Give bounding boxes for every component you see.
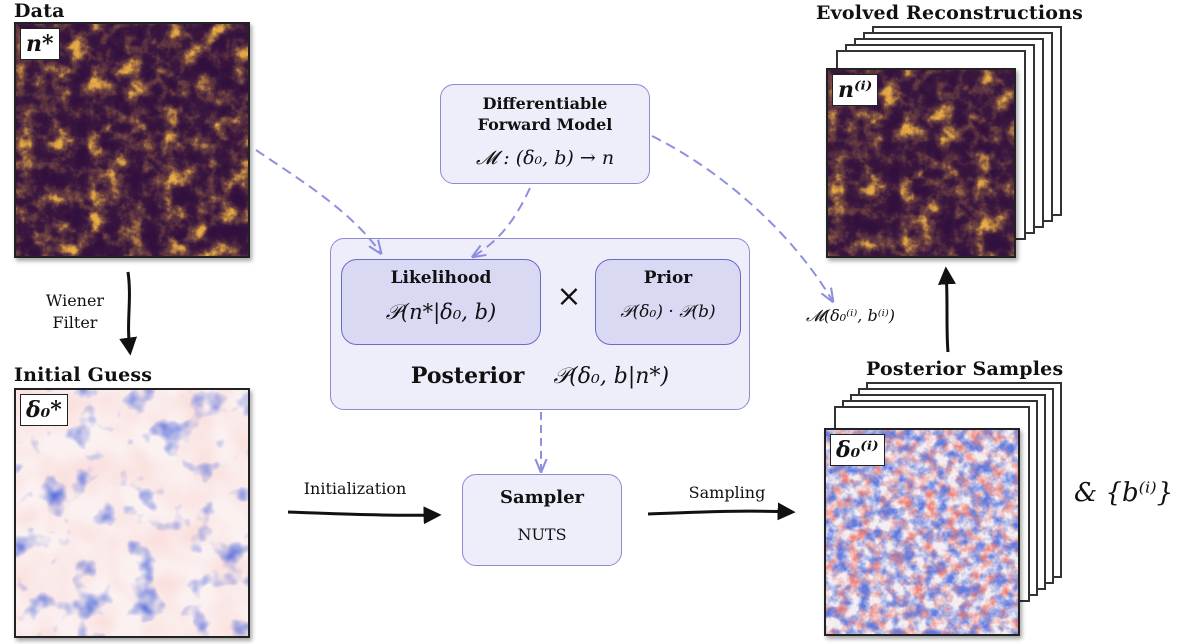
data-to-likelihood-arrow xyxy=(255,149,380,252)
initialization-arrow xyxy=(287,506,442,525)
prior-formula: 𝒫(δ₀) · 𝒫(b) xyxy=(620,302,716,322)
data-tag: n* xyxy=(20,28,60,60)
posterior-formula: 𝒫(δ₀, b|n*) xyxy=(553,364,670,389)
likelihood-formula: 𝒫(n*|δ₀, b) xyxy=(385,300,497,324)
sampler-title: Sampler xyxy=(499,487,585,508)
wiener-line2: Filter xyxy=(52,313,98,332)
forward-model-application-label: 𝓜(δ₀⁽ⁱ⁾, b⁽ⁱ⁾) xyxy=(806,306,896,325)
initial-guess-image: δ₀* xyxy=(14,388,250,638)
posterior-samples-title: Posterior Samples xyxy=(866,358,1064,380)
likelihood-box: Likelihood 𝒫(n*|δ₀, b) xyxy=(341,259,541,345)
evolved-tag: n⁽ⁱ⁾ xyxy=(832,74,879,106)
data-density-image: n* xyxy=(14,22,250,258)
initial-guess-title: Initial Guess xyxy=(14,364,153,386)
bias-samples-label: & {b⁽ⁱ⁾} xyxy=(1074,478,1174,508)
initialization-label: Initialization xyxy=(303,479,407,498)
sampler-box: Sampler NUTS xyxy=(462,474,622,566)
posterior-sample-image: δ₀⁽ⁱ⁾ xyxy=(824,428,1020,636)
sampler-subtitle: NUTS xyxy=(517,525,567,544)
times-symbol: × xyxy=(556,279,582,314)
reconstruct-arrow xyxy=(937,266,956,353)
wiener-line1: Wiener xyxy=(45,291,105,310)
forward-model-line2: Forward Model xyxy=(477,115,613,134)
forward-model-line1: Differentiable xyxy=(482,94,608,113)
prior-title: Prior xyxy=(643,268,693,288)
likelihood-title: Likelihood xyxy=(390,268,492,288)
sampling-arrow xyxy=(647,502,796,521)
sampling-label: Sampling xyxy=(688,483,766,502)
posterior-title: Posterior xyxy=(410,363,525,389)
prior-box: Prior 𝒫(δ₀) · 𝒫(b) xyxy=(595,259,741,345)
evolved-title: Evolved Reconstructions xyxy=(816,2,1084,24)
forward-model-box: Differentiable Forward Model 𝓜 : (δ₀, b)… xyxy=(440,84,650,184)
posterior-box: Likelihood 𝒫(n*|δ₀, b) × Prior 𝒫(δ₀) · 𝒫… xyxy=(330,238,750,410)
forward-model-formula: 𝓜 : (δ₀, b) → n xyxy=(475,147,615,169)
data-title: Data xyxy=(14,0,65,22)
evolved-density-image: n⁽ⁱ⁾ xyxy=(826,68,1016,258)
wiener-filter-label: Wiener Filter xyxy=(30,290,120,334)
posterior-sample-tag: δ₀⁽ⁱ⁾ xyxy=(830,434,885,466)
posterior-row: Posterior 𝒫(δ₀, b|n*) xyxy=(331,363,749,389)
wiener-arrow xyxy=(119,271,138,356)
initial-guess-tag: δ₀* xyxy=(20,394,68,426)
